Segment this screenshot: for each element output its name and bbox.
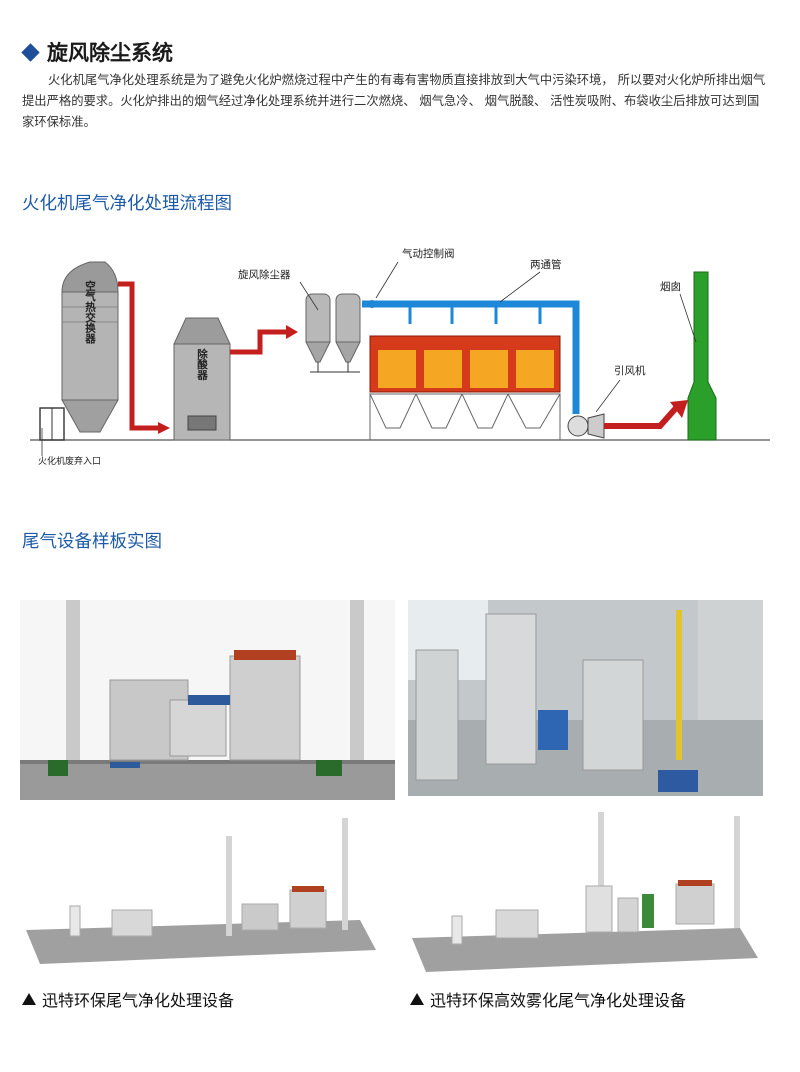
pipe-label: 两通管 xyxy=(530,258,562,271)
arrow-icon xyxy=(670,400,688,418)
heat-exchanger: 空气热交换器 xyxy=(39,261,119,441)
chimney: 烟囱 xyxy=(660,271,717,441)
section-title: 旋风除尘系统 xyxy=(21,37,173,67)
samples-title: 尾气设备样板实图 xyxy=(22,532,162,552)
diamond-bullet-icon xyxy=(21,42,40,62)
flue-pipe-1 xyxy=(118,281,158,431)
fan-label: 引风机 xyxy=(614,364,646,377)
triangle-icon xyxy=(410,993,424,1005)
render-image-1 xyxy=(20,600,395,800)
two-way-pipe: 两通管 xyxy=(362,258,580,414)
caption-right-text: 迅特环保高效雾化尾气净化处理设备 xyxy=(430,991,687,1010)
heat-exchanger-label: 空气热交换器 xyxy=(84,280,96,345)
caption-right: 迅特环保高效雾化尾气净化处理设备 xyxy=(410,987,686,1011)
acid-remover: 除酸器 xyxy=(173,317,231,441)
induced-draft-fan: 引风机 xyxy=(567,364,646,439)
bag-filter xyxy=(369,335,561,440)
arrow-icon xyxy=(286,325,298,339)
inlet-label: 火化机废弃入口 xyxy=(38,455,101,467)
section-title-text: 旋风除尘系统 xyxy=(47,41,173,65)
triangle-icon xyxy=(22,993,36,1005)
render-image-2 xyxy=(20,810,380,980)
cyclone-label: 旋风除尘器 xyxy=(238,268,291,281)
flue-pipe-3 xyxy=(604,406,679,429)
valve-label: 气动控制阀 xyxy=(402,247,455,260)
cyclone-dust-collector: 旋风除尘器 xyxy=(238,268,361,373)
flue-pipe-2 xyxy=(230,329,286,355)
chimney-label: 烟囱 xyxy=(660,280,681,293)
caption-left-text: 迅特环保尾气净化处理设备 xyxy=(42,991,235,1010)
flow-title: 火化机尾气净化处理流程图 xyxy=(22,194,232,214)
render-image-3 xyxy=(408,812,763,980)
arrow-icon xyxy=(158,422,170,434)
intro-paragraph: 火化机尾气净化处理系统是为了避免火化炉燃烧过程中产生的有毒有害物质直接排放到大气… xyxy=(22,73,766,129)
caption-left: 迅特环保尾气净化处理设备 xyxy=(22,987,234,1011)
flow-diagram: 空气热交换器 除酸器 旋风除尘器 气动控制阀 两通管 xyxy=(30,247,770,467)
site-photo xyxy=(408,600,763,796)
acid-remover-label: 除酸器 xyxy=(196,347,208,380)
